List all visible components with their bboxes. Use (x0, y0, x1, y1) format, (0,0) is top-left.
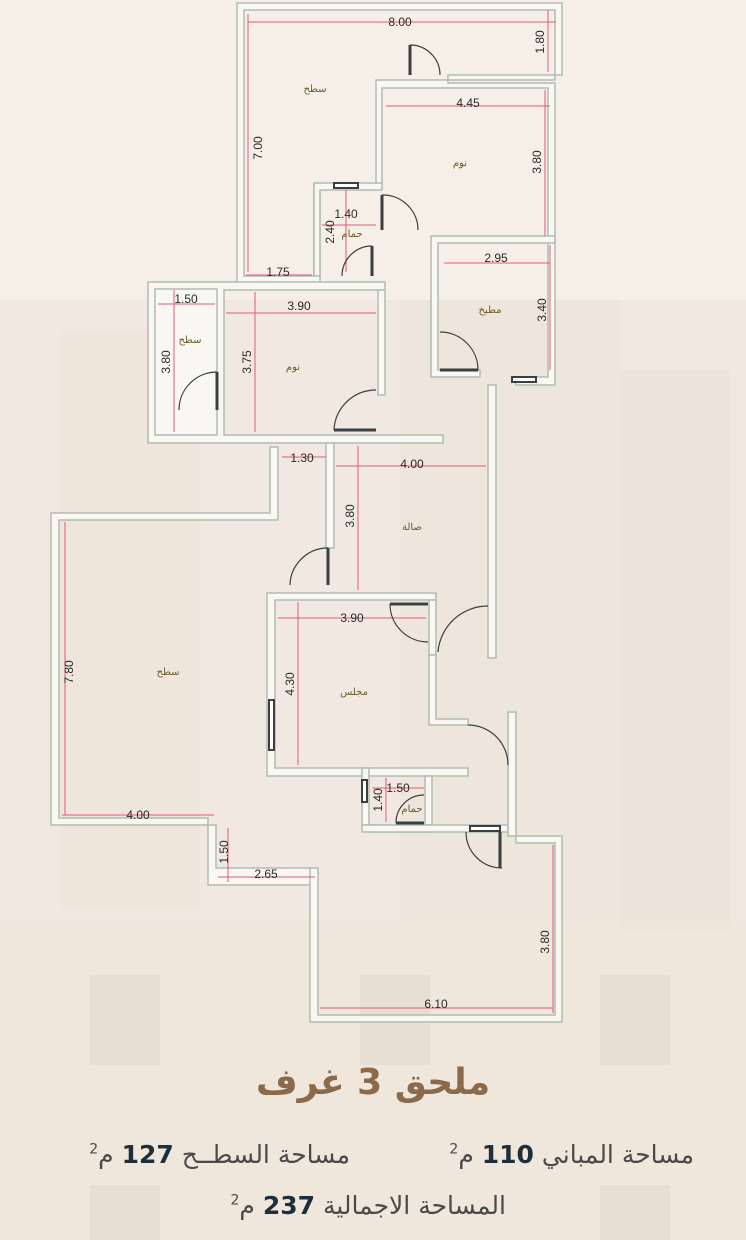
dim-3-80-c: 3.80 (343, 504, 357, 528)
door-corridor-b (467, 724, 509, 766)
buildings-area-label: مساحة المباني (541, 1140, 694, 1169)
dim-2-65: 2.65 (254, 867, 278, 881)
buildings-area-unit-power: 2 (449, 1141, 459, 1158)
dim-1-40-a: 1.40 (334, 207, 358, 221)
buildings-area-unit: م (458, 1140, 474, 1169)
total-area-label: المساحة الاجمالية (322, 1191, 506, 1220)
dim-3-40: 3.40 (535, 298, 549, 322)
dim-4-45: 4.45 (456, 96, 480, 110)
door-hall (289, 547, 329, 586)
door-leaves (215, 45, 502, 868)
dim-3-80-d: 3.80 (538, 930, 552, 954)
room-majlis: مجلس (340, 687, 368, 698)
stat-roof-area: مساحة السطــح 127 م2 (89, 1140, 350, 1169)
dim-2-95: 2.95 (484, 251, 508, 265)
total-area-unit: م (239, 1191, 255, 1220)
dim-1-50-a: 1.50 (174, 292, 198, 306)
dim-3-90-a: 3.90 (287, 299, 311, 313)
dim-8-00: 8.00 (388, 15, 412, 29)
dim-1-75: 1.75 (266, 265, 290, 279)
stat-buildings-area: مساحة المباني 110 م2 (449, 1140, 694, 1169)
dim-1-80: 1.80 (533, 30, 547, 54)
door-kitchen (439, 331, 479, 371)
roof-area-unit: م (98, 1140, 114, 1169)
door-bedroom-top (381, 194, 419, 231)
doors (178, 44, 509, 869)
room-bath-bottom: حمام (401, 804, 422, 815)
dim-7-80: 7.80 (62, 660, 76, 684)
room-bath-top: حمام (341, 229, 362, 240)
dim-2-40: 2.40 (323, 220, 337, 244)
dim-4-00-b: 4.00 (126, 808, 150, 822)
dim-3-90-b: 3.90 (340, 611, 364, 625)
room-hall: صالة (402, 522, 422, 533)
door-bottom-roof (465, 831, 503, 869)
room-kitchen: مطبخ (478, 305, 501, 316)
door-bath-bottom (395, 794, 425, 824)
total-area-unit-power: 2 (230, 1192, 240, 1209)
door-top-roof (409, 44, 441, 76)
room-bed-top: نوم (453, 158, 467, 169)
door-corridor (437, 605, 489, 653)
door-majlis (389, 603, 429, 643)
door-bedroom-left (333, 389, 377, 431)
dim-4-00-a: 4.00 (400, 457, 424, 471)
room-roof-top: سطح (303, 84, 326, 95)
door-bath-top (341, 245, 373, 277)
dim-4-30: 4.30 (283, 672, 297, 696)
roof-area-value: 127 (121, 1140, 174, 1169)
dim-3-80-b: 3.80 (159, 350, 173, 374)
dim-6-10: 6.10 (424, 997, 448, 1011)
stat-total-area: المساحة الاجمالية 237 م2 (230, 1191, 506, 1220)
dim-3-80-a: 3.80 (530, 150, 544, 174)
dim-1-50-b: 1.50 (386, 781, 410, 795)
buildings-area-value: 110 (481, 1140, 534, 1169)
dimension-lines (62, 10, 556, 1013)
dim-1-30: 1.30 (290, 451, 314, 465)
room-labels: سطح نوم حمام مطبخ سطح نوم صالة سطح مجلس … (156, 84, 501, 815)
room-bed-left: نوم (286, 362, 300, 373)
windows (268, 182, 537, 832)
room-roof-big: سطح (156, 667, 179, 678)
room-roof-left-small: سطح (178, 335, 201, 346)
dim-1-40-b: 1.40 (371, 788, 385, 812)
dim-1-50-c: 1.50 (217, 840, 231, 864)
roof-area-unit-power: 2 (89, 1141, 99, 1158)
plan-title: ملحق 3 غرف (255, 1062, 491, 1103)
walls (50, 2, 563, 1023)
dim-7-00: 7.00 (251, 136, 265, 160)
roof-area-label: مساحة السطــح (181, 1140, 350, 1169)
dimension-labels: 8.00 1.80 7.00 4.45 3.80 1.40 2.40 1.75 … (62, 15, 552, 1011)
total-area-value: 237 (262, 1191, 315, 1220)
dim-3-75: 3.75 (240, 350, 254, 374)
door-small-roof (178, 371, 218, 411)
